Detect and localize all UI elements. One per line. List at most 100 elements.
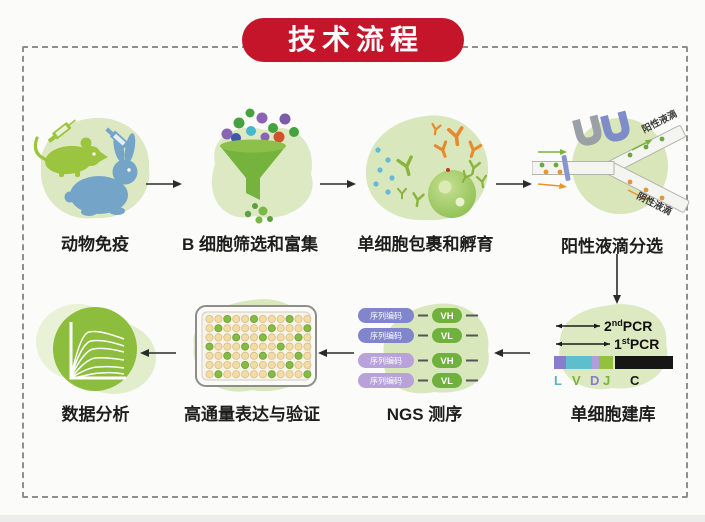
well	[267, 333, 276, 342]
step-encapsulation: 单细胞包裹和孵育	[348, 106, 503, 255]
step-label: 数据分析	[61, 405, 130, 424]
flow-arrow-right-3	[496, 180, 532, 188]
svg-text:J: J	[603, 373, 610, 388]
well	[205, 314, 214, 323]
well	[294, 370, 303, 379]
well	[232, 351, 241, 360]
well	[241, 324, 250, 333]
step-label: B 细胞筛选和富集	[182, 235, 318, 254]
antibody-icons-green	[396, 155, 488, 208]
well	[214, 342, 223, 351]
well	[241, 370, 250, 379]
well	[258, 324, 267, 333]
well	[294, 361, 303, 370]
chain-label: VH	[440, 311, 453, 322]
library-prep-icon: 2ndPCR 1stPCR L V D J C	[554, 304, 673, 390]
well-positive	[258, 351, 267, 360]
syringe-icon	[47, 119, 76, 143]
well	[294, 342, 303, 351]
reagent-dots	[373, 147, 395, 195]
well	[232, 324, 241, 333]
blob-background	[383, 303, 489, 394]
well	[205, 333, 214, 342]
step-expression: 高通量表达与验证	[172, 296, 332, 425]
cell-icon	[428, 170, 476, 218]
step-library-prep: 2ndPCR 1stPCR L V D J C 单细胞建库	[538, 300, 688, 425]
well	[232, 314, 241, 323]
rabbit-icon	[64, 133, 138, 216]
well	[303, 333, 312, 342]
well	[267, 314, 276, 323]
well	[250, 333, 259, 342]
svg-text:L: L	[554, 373, 562, 388]
ngs-row: 序列编码 VL	[358, 328, 478, 343]
step-label: 阳性液滴分选	[561, 237, 663, 256]
well	[258, 361, 267, 370]
flow-arrow-left-2	[318, 349, 354, 357]
step-droplet-sorting: 阳性液滴 阴性液滴 阳性液滴分选	[532, 106, 692, 257]
magnet-gray-icon	[572, 114, 602, 146]
cell-organelle	[438, 180, 452, 194]
well-positive	[276, 342, 285, 351]
animal-immunization-icon	[33, 117, 150, 219]
flow-arrow-left-3	[140, 349, 176, 357]
well	[285, 370, 294, 379]
step-animal-immunization: 动物免疫	[25, 110, 165, 255]
well	[223, 342, 232, 351]
well	[241, 351, 250, 360]
step-label: 动物免疫	[61, 235, 129, 254]
step-analysis: 数据分析	[28, 300, 163, 425]
microplate-icon	[193, 299, 317, 392]
well	[205, 361, 214, 370]
well	[223, 361, 232, 370]
well	[232, 361, 241, 370]
well-positive	[303, 324, 312, 333]
well	[294, 314, 303, 323]
well	[250, 342, 259, 351]
well	[232, 342, 241, 351]
bottom-edge-strip	[0, 515, 705, 522]
flow-arrow-green	[538, 139, 653, 155]
ngs-row: 序列编码 VL	[358, 373, 478, 388]
pcr1-label: 1stPCR	[614, 336, 659, 352]
flow-arrow-right-2	[320, 180, 356, 188]
step-label: NGS 测序	[386, 405, 463, 424]
well	[276, 333, 285, 342]
segment-letters: L V D J C	[554, 373, 640, 388]
pcr1-arrow	[556, 341, 610, 347]
step-bcell-screening: B 细胞筛选和富集	[175, 106, 325, 255]
plate-wells	[205, 314, 312, 379]
well-positive	[214, 324, 223, 333]
chain-pill	[432, 308, 462, 323]
well-positive	[303, 370, 312, 379]
well	[223, 370, 232, 379]
well-positive	[223, 351, 232, 360]
well	[258, 370, 267, 379]
well-positive	[232, 333, 241, 342]
sensorgram-icon	[36, 304, 156, 394]
well-positive	[214, 370, 223, 379]
cell-dots	[221, 108, 299, 143]
well	[276, 370, 285, 379]
chain-pill	[432, 353, 462, 368]
well-positive	[250, 314, 259, 323]
chain-pill	[432, 328, 462, 343]
signal-dot	[446, 168, 450, 172]
pcr2-label: 2ndPCR	[604, 318, 652, 334]
well	[205, 370, 214, 379]
svg-text:D: D	[590, 373, 599, 388]
well	[276, 351, 285, 360]
well	[285, 342, 294, 351]
flow-arrow-right-1	[146, 180, 182, 188]
well	[205, 324, 214, 333]
bcell-screening-icon	[211, 108, 313, 224]
well-positive	[241, 361, 250, 370]
well	[214, 351, 223, 360]
step-label: 单细胞建库	[570, 405, 656, 424]
syringe-icon	[105, 127, 133, 152]
well	[214, 314, 223, 323]
flow-arrow-down	[613, 254, 621, 304]
well	[276, 324, 285, 333]
title-banner: 技术流程	[242, 18, 464, 62]
step-label: 高通量表达与验证	[184, 405, 320, 424]
